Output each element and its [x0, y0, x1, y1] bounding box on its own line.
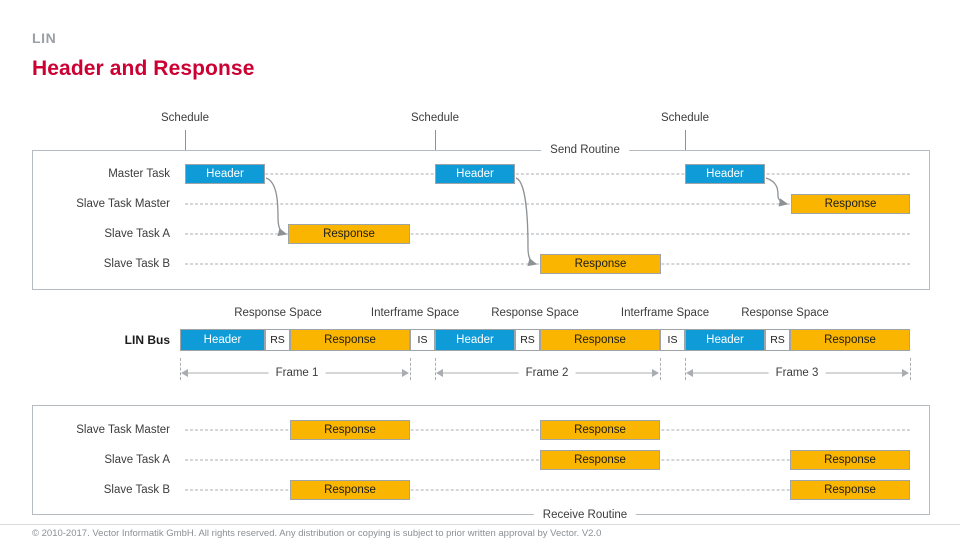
send-block-response-slave-b[interactable]: Response — [540, 254, 661, 274]
bus-segment-is-2[interactable]: IS — [660, 329, 685, 351]
schedule-arrow-line-3 — [685, 130, 686, 161]
send-row-label-slave-task-master: Slave Task Master — [76, 198, 170, 210]
receive-timeline-slave-task-b — [185, 489, 910, 491]
page-title: Header and Response — [32, 57, 255, 80]
schedule-label-2: Schedule — [411, 112, 459, 124]
frame-arrow-left-3 — [686, 369, 693, 377]
receive-block-response-master-2[interactable]: Response — [540, 420, 660, 440]
frame-caption-1: Frame 1 — [268, 367, 326, 379]
frame-arrow-right-2 — [652, 369, 659, 377]
bus-space-caption-4: Interframe Space — [620, 307, 710, 319]
receive-block-response-b-1[interactable]: Response — [290, 480, 410, 500]
frame-tick-3-end — [910, 358, 911, 380]
bus-space-caption-3: Response Space — [491, 307, 579, 319]
bus-segment-header-3[interactable]: Header — [685, 329, 765, 351]
schedule-label-1: Schedule — [161, 112, 209, 124]
bus-space-caption-1: Response Space — [234, 307, 322, 319]
receive-block-response-b-2[interactable]: Response — [790, 480, 910, 500]
frame-caption-3: Frame 3 — [768, 367, 826, 379]
receive-routine-caption: Receive Routine — [533, 509, 637, 521]
bus-segment-header-2[interactable]: Header — [435, 329, 515, 351]
send-timeline-master-task — [185, 173, 910, 175]
bus-segment-is-1[interactable]: IS — [410, 329, 435, 351]
schedule-arrow-line-1 — [185, 130, 186, 161]
receive-block-response-a-1[interactable]: Response — [540, 450, 660, 470]
send-timeline-slave-task-a — [185, 233, 910, 235]
bus-segment-response-1[interactable]: Response — [290, 329, 410, 351]
lin-bus-label: LIN Bus — [124, 333, 170, 347]
frame-arrow-right-3 — [902, 369, 909, 377]
frame-tick-3-start — [685, 358, 686, 380]
bus-segment-rs-1[interactable]: RS — [265, 329, 290, 351]
send-block-response-slave-a[interactable]: Response — [288, 224, 410, 244]
send-row-label-slave-task-b: Slave Task B — [103, 258, 170, 270]
send-row-label-slave-task-a: Slave Task A — [104, 228, 170, 240]
frame-tick-1-start — [180, 358, 181, 380]
send-row-label-master-task: Master Task — [108, 168, 170, 180]
bus-segment-header-1[interactable]: Header — [180, 329, 265, 351]
bus-space-caption-2: Interframe Space — [370, 307, 460, 319]
frame-tick-2-start — [435, 358, 436, 380]
send-block-header-2[interactable]: Header — [435, 164, 515, 184]
send-block-header-3[interactable]: Header — [685, 164, 765, 184]
frame-tick-2-end — [660, 358, 661, 380]
receive-block-response-a-2[interactable]: Response — [790, 450, 910, 470]
bus-segment-rs-3[interactable]: RS — [765, 329, 790, 351]
send-routine-caption: Send Routine — [541, 144, 629, 156]
schedule-label-3: Schedule — [661, 112, 709, 124]
send-block-response-slave-master[interactable]: Response — [791, 194, 910, 214]
bus-segment-response-3[interactable]: Response — [790, 329, 910, 351]
receive-row-label-slave-task-master: Slave Task Master — [76, 424, 170, 436]
send-timeline-slave-task-master — [185, 203, 910, 205]
frame-arrow-right-1 — [402, 369, 409, 377]
receive-row-label-slave-task-a: Slave Task A — [104, 454, 170, 466]
frame-arrow-left-1 — [181, 369, 188, 377]
receive-row-label-slave-task-b: Slave Task B — [103, 484, 170, 496]
frame-caption-2: Frame 2 — [518, 367, 576, 379]
send-block-header-1[interactable]: Header — [185, 164, 265, 184]
bus-segment-response-2[interactable]: Response — [540, 329, 660, 351]
slide-kicker: LIN — [32, 30, 57, 46]
footer-copyright: © 2010-2017. Vector Informatik GmbH. All… — [32, 528, 602, 539]
frame-tick-1-end — [410, 358, 411, 380]
schedule-arrow-line-2 — [435, 130, 436, 161]
footer-divider — [0, 524, 960, 525]
receive-block-response-master-1[interactable]: Response — [290, 420, 410, 440]
frame-arrow-left-2 — [436, 369, 443, 377]
bus-segment-rs-2[interactable]: RS — [515, 329, 540, 351]
bus-space-caption-5: Response Space — [741, 307, 829, 319]
